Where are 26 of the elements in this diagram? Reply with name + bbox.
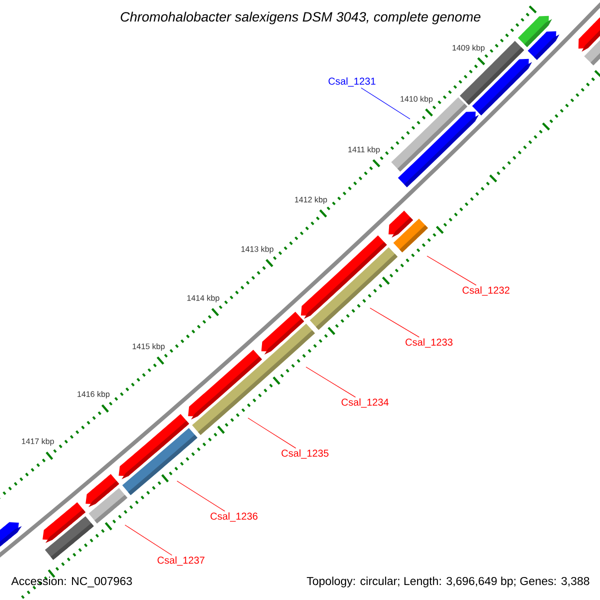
leader-line: [370, 308, 420, 338]
footer-text: Topology: circular; Length: 3,696,649 bp; Genes: 3,388: [306, 576, 590, 588]
footer-text: Accession: NC_007963: [11, 576, 132, 588]
title: Chromohalobacter salexigens DSM 3043, complete genome: [120, 12, 480, 24]
tick-label: 1412 kbp: [295, 196, 327, 204]
tick-label: 1413 kbp: [241, 246, 274, 254]
gene-label: Csal_1236: [210, 512, 258, 522]
leader-line: [124, 524, 172, 556]
leader-line: [360, 88, 410, 120]
leader-line: [306, 366, 356, 398]
tick-label: 1411 kbp: [348, 146, 380, 154]
gene-label: Csal_1237: [158, 556, 204, 566]
gene-label: Csal_1232: [462, 286, 510, 296]
gene-label: Csal_1235: [282, 449, 328, 459]
tick-label: 1409 kbp: [452, 44, 485, 52]
gene-label: Csal_1233: [406, 338, 452, 348]
tick-label: 1416 kbp: [78, 391, 110, 399]
tick-label: 1410 kbp: [400, 96, 433, 104]
leader-line: [176, 480, 226, 512]
gene-label: Csal_1231: [328, 77, 376, 87]
leader-line: [426, 256, 476, 286]
gene-label: Csal_1234: [342, 398, 389, 408]
tick-label: 1415 kbp: [132, 343, 165, 351]
leader-line: [248, 418, 296, 448]
tick-label: 1414 kbp: [187, 294, 220, 302]
tick-label: 1417 kbp: [22, 438, 54, 446]
